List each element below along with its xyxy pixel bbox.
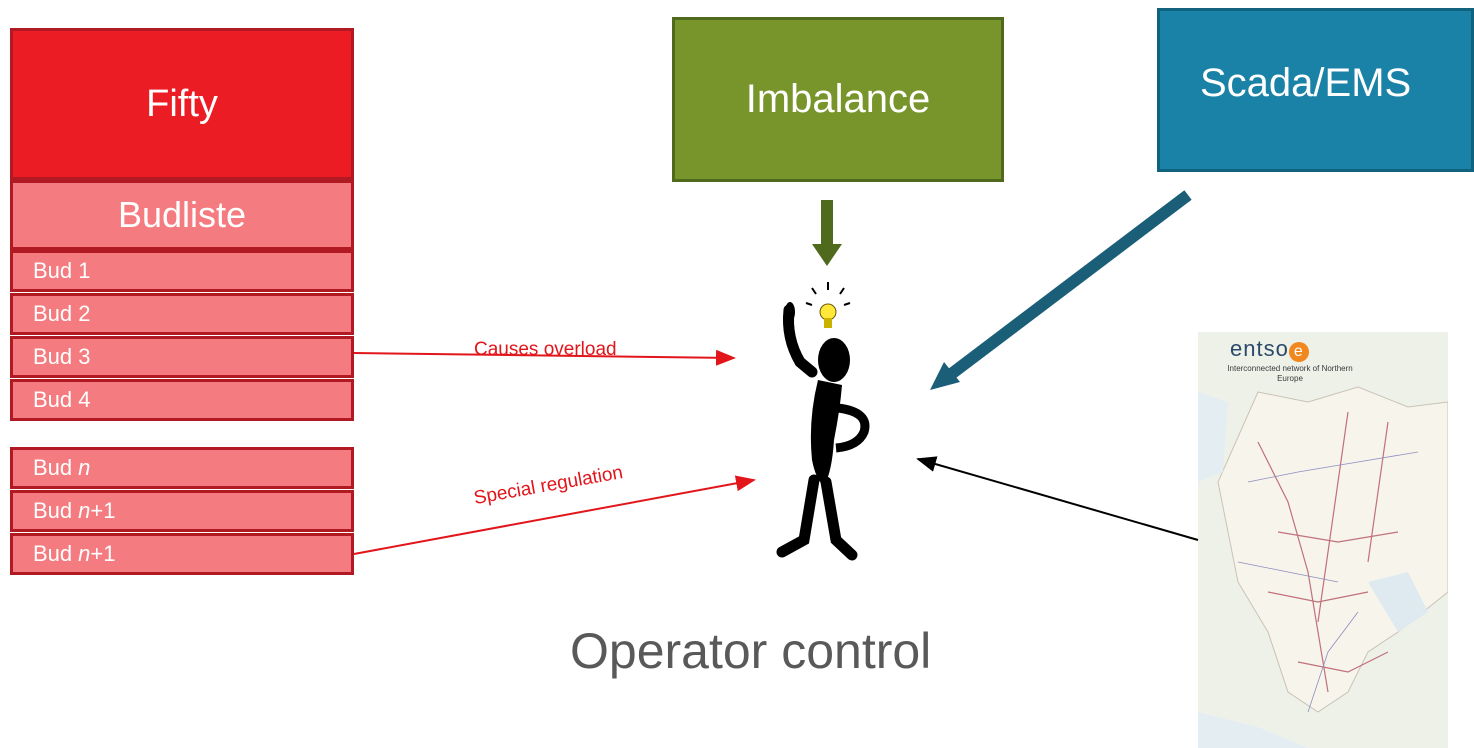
- fifty-box: Fifty: [10, 28, 354, 180]
- bid-number: n: [78, 455, 91, 480]
- map-drawing: [1198, 332, 1448, 748]
- causes-overload-arrow: [353, 349, 736, 366]
- bid-number: 3: [78, 344, 91, 369]
- bid-label: Bud: [33, 301, 73, 326]
- bid-label: Bud: [33, 498, 73, 523]
- fifty-label: Fifty: [146, 82, 218, 125]
- imbalance-down-arrow: [812, 200, 842, 266]
- bid-label: Bud: [33, 541, 73, 566]
- bid-number: n: [78, 541, 91, 566]
- imbalance-box: Imbalance: [672, 17, 1004, 182]
- bid-2: Bud 2: [10, 293, 354, 335]
- scada-ems-box: Scada/EMS: [1157, 8, 1474, 172]
- bid-number: 1: [78, 258, 91, 283]
- operator-figure-icon: [776, 282, 870, 561]
- scada-arrow: [930, 190, 1192, 390]
- special-regulation-arrow: [353, 475, 756, 555]
- bid-number: 4: [78, 387, 91, 412]
- logo-e-mark: e: [1288, 342, 1309, 362]
- bid-number: 2: [78, 301, 91, 326]
- map-subtitle: Interconnected network of Northern Europ…: [1227, 364, 1353, 383]
- bid-3: Bud 3: [10, 336, 354, 378]
- logo-text: entso: [1230, 336, 1289, 361]
- bid-label: Bud: [33, 344, 73, 369]
- bid-4: Bud 4: [10, 379, 354, 421]
- scada-ems-label: Scada/EMS: [1200, 60, 1412, 105]
- budliste-label: Budliste: [117, 194, 247, 235]
- bid-label: Bud: [33, 258, 73, 283]
- bid-1: Bud 1: [10, 250, 354, 292]
- map-arrow: [916, 456, 1199, 541]
- operator-control-caption: Operator control: [570, 623, 932, 679]
- imbalance-label: Imbalance: [745, 77, 931, 121]
- budliste-box: Budliste: [10, 180, 354, 250]
- bid-number: n: [78, 498, 91, 523]
- bid-label: Bud: [33, 387, 73, 412]
- bid-suffix: +1: [90, 541, 116, 566]
- causes-overload-label: Causes overload: [474, 339, 617, 360]
- bid-suffix: +1: [90, 498, 116, 523]
- bid-label: Bud: [33, 455, 73, 480]
